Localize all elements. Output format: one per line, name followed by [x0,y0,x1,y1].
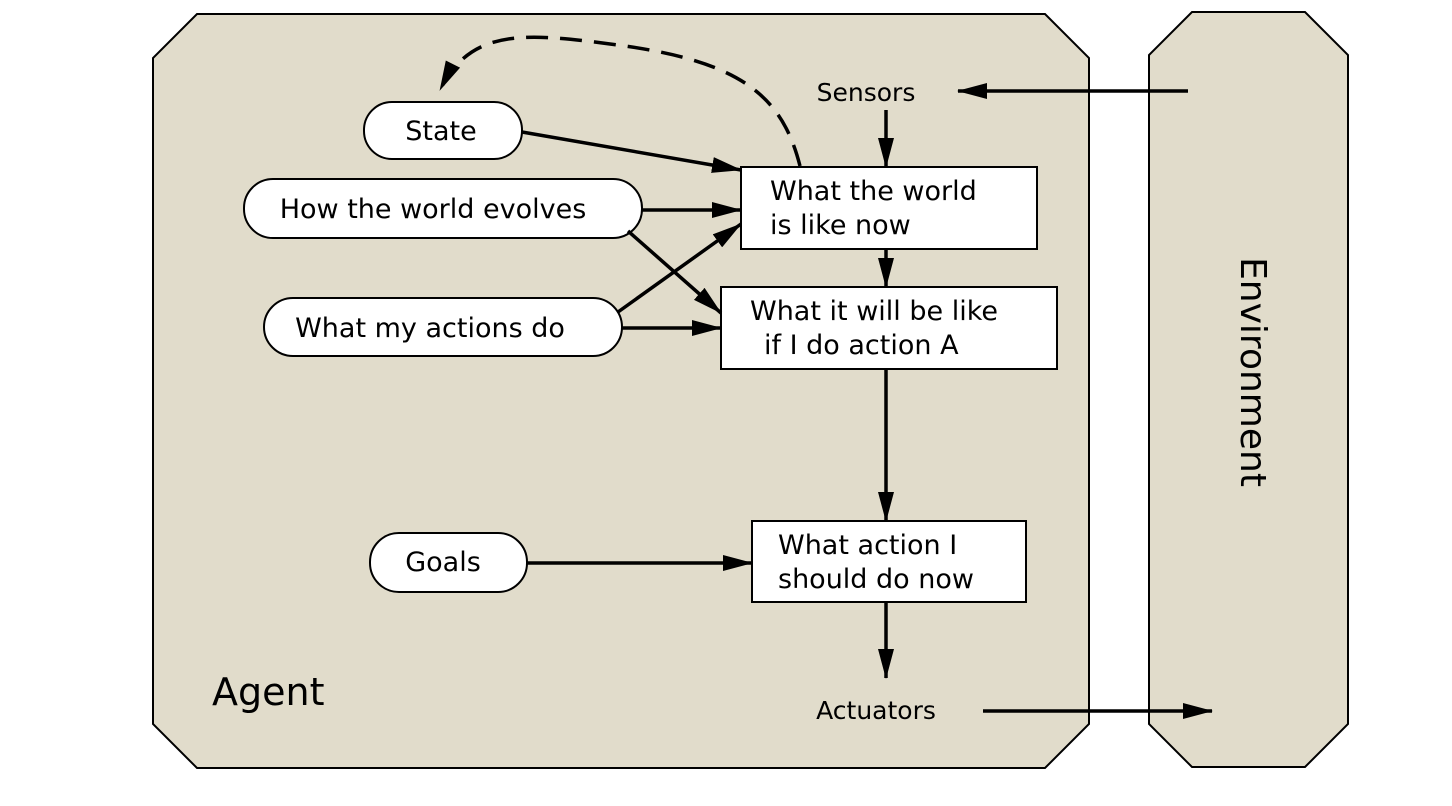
agent-panel [152,13,1090,769]
action-now-label-line1: What action I [778,530,957,561]
actions-do-label: What my actions do [295,313,565,344]
world-now-to-state-dashed-arrow [438,35,802,167]
environment-panel [1148,11,1349,768]
state-label: State [405,116,476,147]
state-node [363,101,523,160]
actuators-label: Actuators [816,696,936,725]
agent-label: Agent [212,670,324,714]
world-now-box [740,166,1038,250]
world-evolves-label: How the world evolves [280,194,587,225]
environment-label: Environment [1232,257,1273,487]
action-now-label-line2: should do now [778,564,974,595]
goals-label: Goals [405,547,481,578]
world-now-label-line1: What the world [770,176,977,207]
if-action-label-line1: What it will be like [750,296,998,327]
if-action-label-line2: if I do action A [764,330,959,361]
actions-to-world-now-arrow [616,222,743,314]
state-to-world-now-arrow [521,130,742,173]
sensors-label: Sensors [817,78,916,107]
action-now-box [751,520,1027,603]
world-now-label-line2: is like now [770,210,911,241]
